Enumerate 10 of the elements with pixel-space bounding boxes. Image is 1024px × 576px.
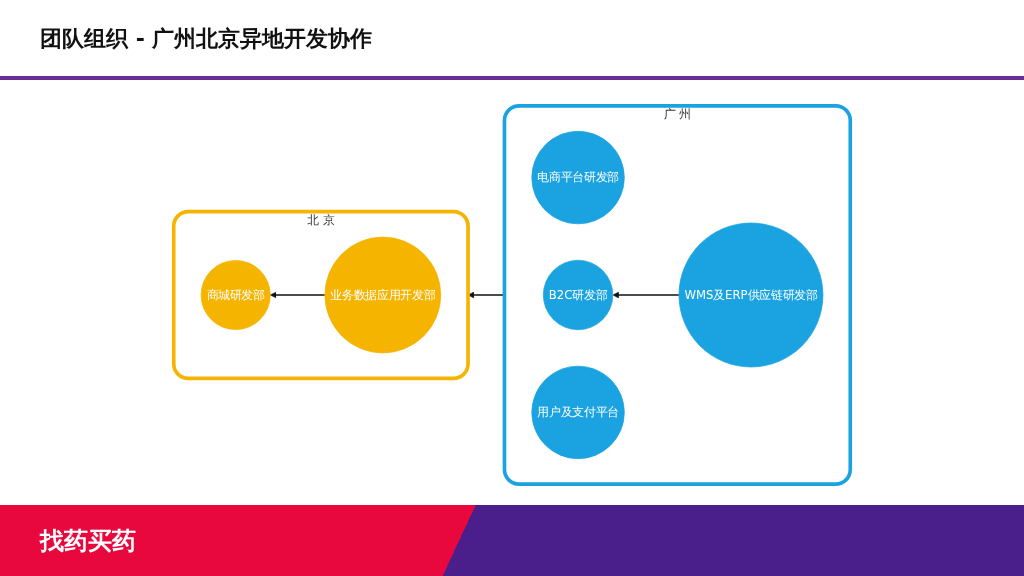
node-circle: 业务数据应用开发部 xyxy=(324,236,442,354)
arrow xyxy=(269,291,326,299)
node-circle: 用户及支付平台 xyxy=(531,365,625,460)
slogan-text: 找药买药 xyxy=(40,527,136,555)
node-circle: WMS及ERP供应链研发部 xyxy=(678,222,824,368)
arrow xyxy=(612,291,680,299)
node-circle: B2C研发部 xyxy=(542,259,614,331)
node-circle: 电商平台研发部 xyxy=(531,130,625,225)
slide-title: 团队组织 - 广州北京异地开发协作 xyxy=(40,25,373,53)
node-circle: 商城研发部 xyxy=(200,260,271,330)
